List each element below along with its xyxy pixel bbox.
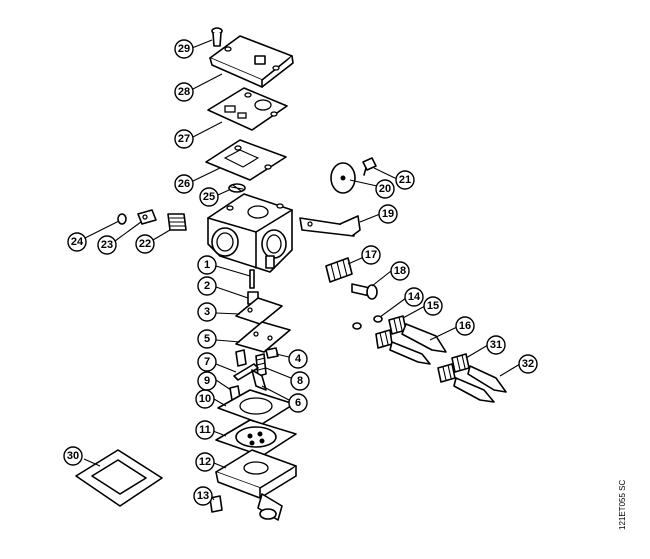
callout-2: 2 bbox=[197, 276, 217, 296]
svg-text:12: 12 bbox=[199, 456, 211, 468]
svg-text:30: 30 bbox=[67, 450, 79, 462]
svg-text:17: 17 bbox=[365, 249, 377, 261]
svg-text:7: 7 bbox=[204, 356, 210, 368]
part-12-cover bbox=[215, 449, 297, 521]
part-3-plate bbox=[235, 297, 283, 325]
svg-text:32: 32 bbox=[522, 358, 534, 370]
svg-text:10: 10 bbox=[199, 393, 211, 405]
svg-text:18: 18 bbox=[394, 265, 406, 277]
part-17-spring bbox=[325, 257, 353, 283]
part-28-cover bbox=[209, 35, 294, 88]
svg-text:28: 28 bbox=[178, 86, 190, 98]
svg-text:5: 5 bbox=[204, 333, 210, 345]
part-21-screw bbox=[362, 157, 377, 176]
part-32-needles bbox=[453, 365, 507, 403]
svg-text:2: 2 bbox=[204, 280, 210, 292]
svg-text:14: 14 bbox=[408, 291, 421, 303]
callout-6: 6 bbox=[288, 393, 308, 413]
svg-text:9: 9 bbox=[204, 375, 210, 387]
callout-11: 11 bbox=[195, 420, 215, 440]
part-22-spring bbox=[167, 213, 187, 231]
svg-text:6: 6 bbox=[295, 397, 301, 409]
svg-text:27: 27 bbox=[178, 133, 190, 145]
part-1-needle bbox=[249, 269, 255, 289]
callout-10: 10 bbox=[195, 389, 215, 409]
carburetor-body bbox=[207, 193, 293, 273]
svg-text:19: 19 bbox=[382, 208, 394, 220]
svg-text:29: 29 bbox=[178, 43, 190, 55]
part-26-diaphragm bbox=[205, 139, 287, 181]
callout-19: 19 bbox=[378, 204, 398, 224]
svg-text:16: 16 bbox=[459, 320, 471, 332]
callout-3: 3 bbox=[197, 302, 217, 322]
svg-text:24: 24 bbox=[71, 236, 84, 248]
part-27-gasket bbox=[207, 87, 288, 131]
callout-9: 9 bbox=[197, 371, 217, 391]
svg-text:3: 3 bbox=[204, 306, 210, 318]
callout-14: 14 bbox=[404, 287, 424, 307]
callout-29: 29 bbox=[174, 39, 194, 59]
callout-12: 12 bbox=[195, 452, 215, 472]
part-13-screw bbox=[209, 495, 223, 513]
part-31-spring bbox=[437, 353, 470, 383]
svg-text:8: 8 bbox=[297, 375, 303, 387]
part-24-washer bbox=[117, 213, 127, 225]
callout-30: 30 bbox=[63, 446, 83, 466]
callout-1: 1 bbox=[197, 255, 217, 275]
svg-text:15: 15 bbox=[427, 300, 439, 312]
svg-text:4: 4 bbox=[295, 353, 302, 365]
callout-23: 23 bbox=[97, 235, 117, 255]
part-14-orings bbox=[352, 315, 383, 330]
part-19-shaft bbox=[299, 215, 361, 237]
callout-18: 18 bbox=[390, 261, 410, 281]
svg-text:26: 26 bbox=[178, 178, 190, 190]
part-25-screen bbox=[228, 183, 246, 193]
part-16-needles bbox=[389, 323, 447, 365]
callout-16: 16 bbox=[455, 316, 475, 336]
reference-code: 121ET055 SC bbox=[618, 480, 627, 530]
svg-text:21: 21 bbox=[399, 174, 411, 186]
svg-text:11: 11 bbox=[199, 424, 211, 436]
part-10-gasket bbox=[217, 389, 295, 425]
callout-26: 26 bbox=[174, 174, 194, 194]
svg-text:23: 23 bbox=[101, 239, 113, 251]
callout-31: 31 bbox=[486, 335, 506, 355]
part-7-lever bbox=[233, 349, 259, 381]
callout-8: 8 bbox=[290, 371, 310, 391]
callout-20: 20 bbox=[375, 179, 395, 199]
svg-text:31: 31 bbox=[490, 339, 502, 351]
leader-lines bbox=[83, 39, 521, 501]
svg-text:20: 20 bbox=[379, 183, 391, 195]
callout-32: 32 bbox=[518, 354, 538, 374]
callout-24: 24 bbox=[67, 232, 87, 252]
part-29-screw bbox=[211, 27, 223, 47]
callout-7: 7 bbox=[197, 352, 217, 372]
part-11-diaphragm bbox=[215, 419, 297, 457]
svg-text:13: 13 bbox=[197, 490, 209, 502]
svg-text:22: 22 bbox=[139, 238, 151, 250]
callout-4: 4 bbox=[288, 349, 308, 369]
callout-15: 15 bbox=[423, 296, 443, 316]
callout-21: 21 bbox=[395, 170, 415, 190]
callout-17: 17 bbox=[361, 245, 381, 265]
callout-5: 5 bbox=[197, 329, 217, 349]
svg-text:1: 1 bbox=[204, 259, 210, 271]
part-5-lever-plate bbox=[235, 321, 291, 353]
svg-text:25: 25 bbox=[203, 191, 215, 203]
part-18-screw bbox=[351, 283, 378, 300]
callout-13: 13 bbox=[193, 486, 213, 506]
callout-27: 27 bbox=[174, 129, 194, 149]
part-23-lever bbox=[137, 209, 157, 225]
part-4-screw bbox=[265, 347, 279, 359]
part-20-plate bbox=[330, 162, 356, 194]
callout-22: 22 bbox=[135, 234, 155, 254]
part-6-pin bbox=[251, 369, 267, 391]
part-30-gasket bbox=[75, 449, 163, 507]
callout-25: 25 bbox=[199, 187, 219, 207]
callout-28: 28 bbox=[174, 82, 194, 102]
part-8-spring bbox=[255, 353, 267, 377]
part-15-springs bbox=[375, 315, 407, 349]
